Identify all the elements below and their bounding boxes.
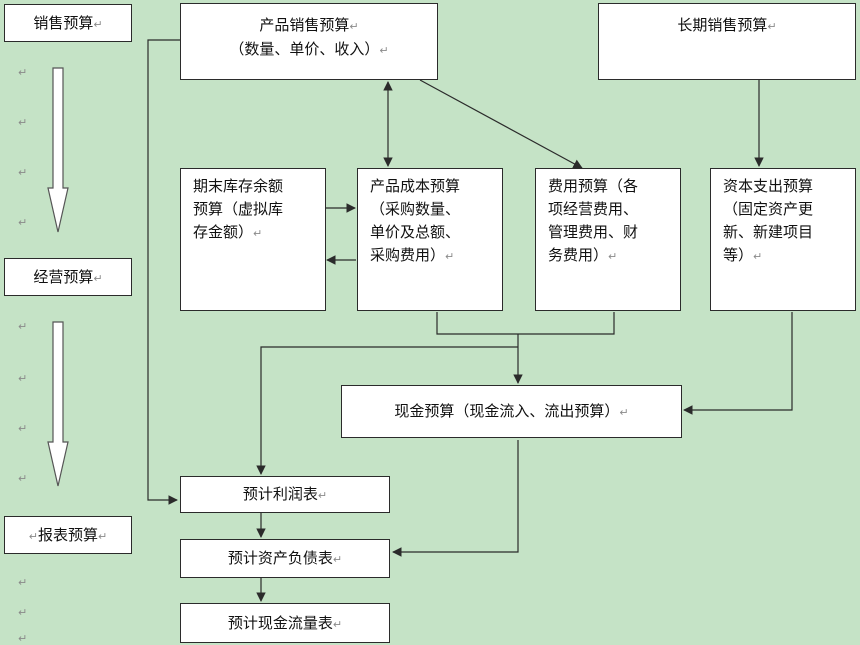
node-product-sales-budget: 产品销售预算↵ （数量、单价、收入）↵ [180, 3, 438, 80]
node-line: 存金额）↵ [193, 223, 263, 241]
paragraph-mark: ↵ [98, 530, 108, 543]
node-ending-inventory-budget: 期末库存余额 预算（虚拟库 存金额）↵ [180, 168, 326, 311]
node-line: 期末库存余额 [193, 177, 284, 195]
node-product-cost-budget: 产品成本预算 （采购数量、 单价及总额、 采购费用）↵ [357, 168, 503, 311]
node-line: 长期销售预算↵ [677, 16, 777, 34]
paragraph-mark: ↵ [18, 606, 28, 619]
arrow-sales-income [147, 39, 180, 505]
node-line: 等）↵ [723, 246, 763, 264]
sidebar-operating-budget: 经营预算↵ [4, 258, 132, 296]
sidebar-sales-budget-label: 销售预算 [33, 14, 94, 32]
node-line: 新、新建项目 [723, 223, 814, 241]
paragraph-mark: ↵ [18, 422, 28, 435]
sidebar-down-arrow-1 [47, 67, 69, 233]
node-line: 项经营费用、 [548, 200, 639, 218]
paragraph-mark: ↵ [18, 66, 28, 79]
paragraph-mark: ↵ [18, 576, 28, 589]
paragraph-mark: ↵ [18, 632, 28, 645]
paragraph-mark: ↵ [18, 372, 28, 385]
node-line: （数量、单价、收入）↵ [229, 40, 389, 58]
paragraph-mark: ↵ [18, 216, 28, 229]
connector-cost-expense [436, 312, 615, 335]
node-cash-budget: 现金预算（现金流入、流出预算）↵ [341, 385, 682, 438]
arrow-sales-expense [419, 79, 583, 169]
sidebar-down-arrow-2 [47, 321, 69, 487]
node-line: （采购数量、 [370, 200, 461, 218]
paragraph-mark: ↵ [18, 320, 28, 333]
arrow-cash-balance [392, 440, 519, 557]
node-line: 产品成本预算 [370, 177, 461, 195]
node-long-term-sales-budget: 长期销售预算↵ [598, 3, 856, 80]
node-line: 资本支出预算 [723, 177, 814, 195]
node-line: 费用预算（各 [548, 177, 639, 195]
node-line: 单价及总额、 [370, 223, 461, 241]
sidebar-report-budget-label: 报表预算 [37, 526, 98, 544]
sidebar-report-budget: ↵报表预算↵ [4, 516, 132, 554]
arrow-capex-cash [683, 312, 793, 415]
paragraph-mark: ↵ [18, 166, 28, 179]
node-capital-expenditure-budget: 资本支出预算 （固定资产更 新、新建项目 等）↵ [710, 168, 856, 311]
paragraph-mark: ↵ [93, 272, 103, 285]
node-line: 务费用）↵ [548, 246, 618, 264]
sidebar-sales-budget: 销售预算↵ [4, 4, 132, 42]
paragraph-mark: ↵ [18, 472, 28, 485]
sidebar-operating-budget-label: 经营预算 [33, 268, 94, 286]
node-projected-balance-sheet: 预计资产负债表↵ [180, 539, 390, 578]
node-line: 预算（虚拟库 [193, 200, 284, 218]
node-projected-cash-flow-statement: 预计现金流量表↵ [180, 603, 390, 643]
arrow-merge-income [256, 346, 518, 475]
node-expense-budget: 费用预算（各 项经营费用、 管理费用、财 务费用）↵ [535, 168, 681, 311]
paragraph-mark: ↵ [28, 530, 38, 543]
node-line: 产品销售预算↵ [259, 16, 359, 34]
paragraph-mark: ↵ [93, 18, 103, 31]
node-projected-income-statement: 预计利润表↵ [180, 476, 390, 513]
paragraph-mark: ↵ [18, 116, 28, 129]
node-line: 管理费用、财 [548, 223, 639, 241]
node-line: 采购费用）↵ [370, 246, 455, 264]
node-line: （固定资产更 [723, 200, 814, 218]
